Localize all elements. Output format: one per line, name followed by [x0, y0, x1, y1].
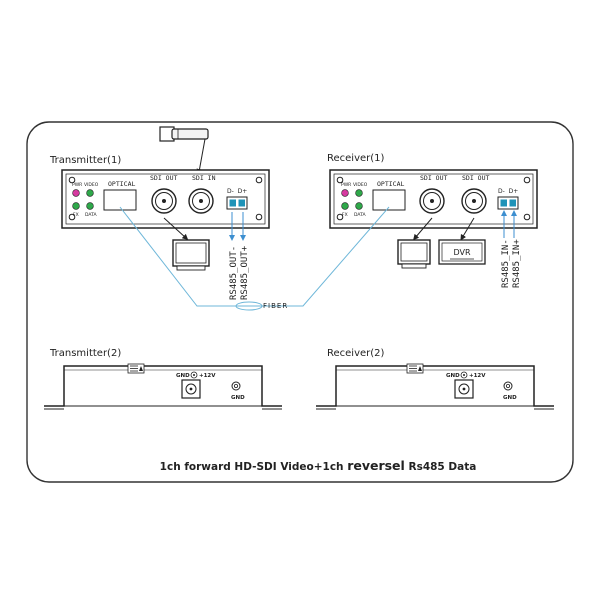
rs485-in-wiring: [501, 210, 517, 238]
receiver1-title: Receiver(1): [327, 153, 385, 164]
sdi-out-label: SDI OUT: [150, 174, 177, 182]
led-label-fx: FX: [342, 212, 348, 218]
sdi-out-bnc-connector: [419, 188, 445, 214]
data-led: [86, 202, 94, 210]
dc-power-jack: [181, 379, 201, 399]
video-led: [355, 189, 363, 197]
ground-post-label: GND: [231, 395, 245, 401]
dc-power-jack: [454, 379, 474, 399]
screw-icon: [68, 176, 263, 221]
sdi-in-bnc-connector: [188, 188, 214, 214]
transmitter2-rear-panel: GND +12V GND: [44, 363, 282, 410]
rs485-out-minus-label: RS485_OUT-: [229, 246, 239, 300]
rs485-terminal-block: [226, 196, 248, 210]
terminal-label: D- D+: [498, 188, 518, 195]
polarity-icon: [190, 371, 198, 379]
monitor-icon: [397, 217, 433, 269]
rs485-terminal-block: [497, 196, 519, 210]
fiber-label: FIBER: [263, 302, 288, 310]
led-label-pwr: PWR: [341, 182, 351, 188]
dc-power-label: +12V: [469, 373, 486, 379]
sdi-out-2-label: SDI OUT: [462, 174, 489, 182]
led-label-data: DATA: [85, 212, 98, 218]
video-led: [86, 189, 94, 197]
camera-icon: [159, 126, 209, 175]
fx-led: [341, 202, 349, 210]
dvr-device: DVR: [438, 217, 486, 265]
led-label-pwr: PWR: [72, 182, 82, 188]
ground-post: [503, 381, 513, 391]
optical-label: OPTICAL: [108, 180, 135, 188]
led-label-video: VIDEO: [84, 182, 99, 188]
diagram-frame: [26, 121, 574, 483]
ground-post: [231, 381, 241, 391]
rs485-out-plus-label: RS485_OUT+: [240, 245, 250, 300]
dc-gnd-label: GND: [176, 373, 190, 379]
data-led: [355, 202, 363, 210]
sdi-out-label: SDI OUT: [420, 174, 447, 182]
led-label-fx: FX: [73, 212, 79, 218]
ground-post-label: GND: [503, 395, 517, 401]
transmitter2-title: Transmitter(2): [49, 348, 121, 359]
pwr-led: [72, 189, 80, 197]
rs485-out-wiring: [229, 212, 246, 241]
optical-label: OPTICAL: [377, 180, 404, 188]
optical-port: [372, 189, 406, 211]
rs485-in-plus-label: RS485_IN+: [512, 239, 522, 288]
terminal-label: D- D+: [227, 188, 247, 195]
transmitter1-panel: PWR VIDEO FX DATA OPTICAL SDI OUT SDI IN…: [61, 169, 270, 229]
laser-warning-label-icon: [127, 363, 145, 374]
dvr-label: DVR: [453, 248, 470, 257]
screw-icon: [336, 176, 531, 221]
rs485-in-minus-label: RS485_IN-: [501, 239, 511, 288]
dc-power-label: +12V: [199, 373, 216, 379]
polarity-icon: [460, 371, 468, 379]
sdi-in-label: SDI IN: [192, 174, 216, 182]
transmitter1-title: Transmitter(1): [49, 155, 121, 166]
led-label-video: VIDEO: [353, 182, 368, 188]
laser-warning-label-icon: [406, 363, 424, 374]
receiver1-panel: PWR VIDEO FX DATA OPTICAL SDI OUT SDI OU…: [329, 169, 538, 229]
fx-led: [72, 202, 80, 210]
optical-port: [103, 189, 137, 211]
dc-gnd-label: GND: [446, 373, 460, 379]
receiver2-title: Receiver(2): [327, 348, 385, 359]
monitor-icon: [163, 217, 210, 271]
sdi-out-bnc-connector: [151, 188, 177, 214]
pwr-led: [341, 189, 349, 197]
led-label-data: DATA: [354, 212, 367, 218]
diagram-caption: 1ch forward HD-SDI Video+1ch reversel Rs…: [160, 458, 477, 473]
receiver2-rear-panel: GND +12V GND: [316, 363, 554, 410]
fiber-cable: [119, 206, 390, 311]
sdi-out-2-bnc-connector: [461, 188, 487, 214]
